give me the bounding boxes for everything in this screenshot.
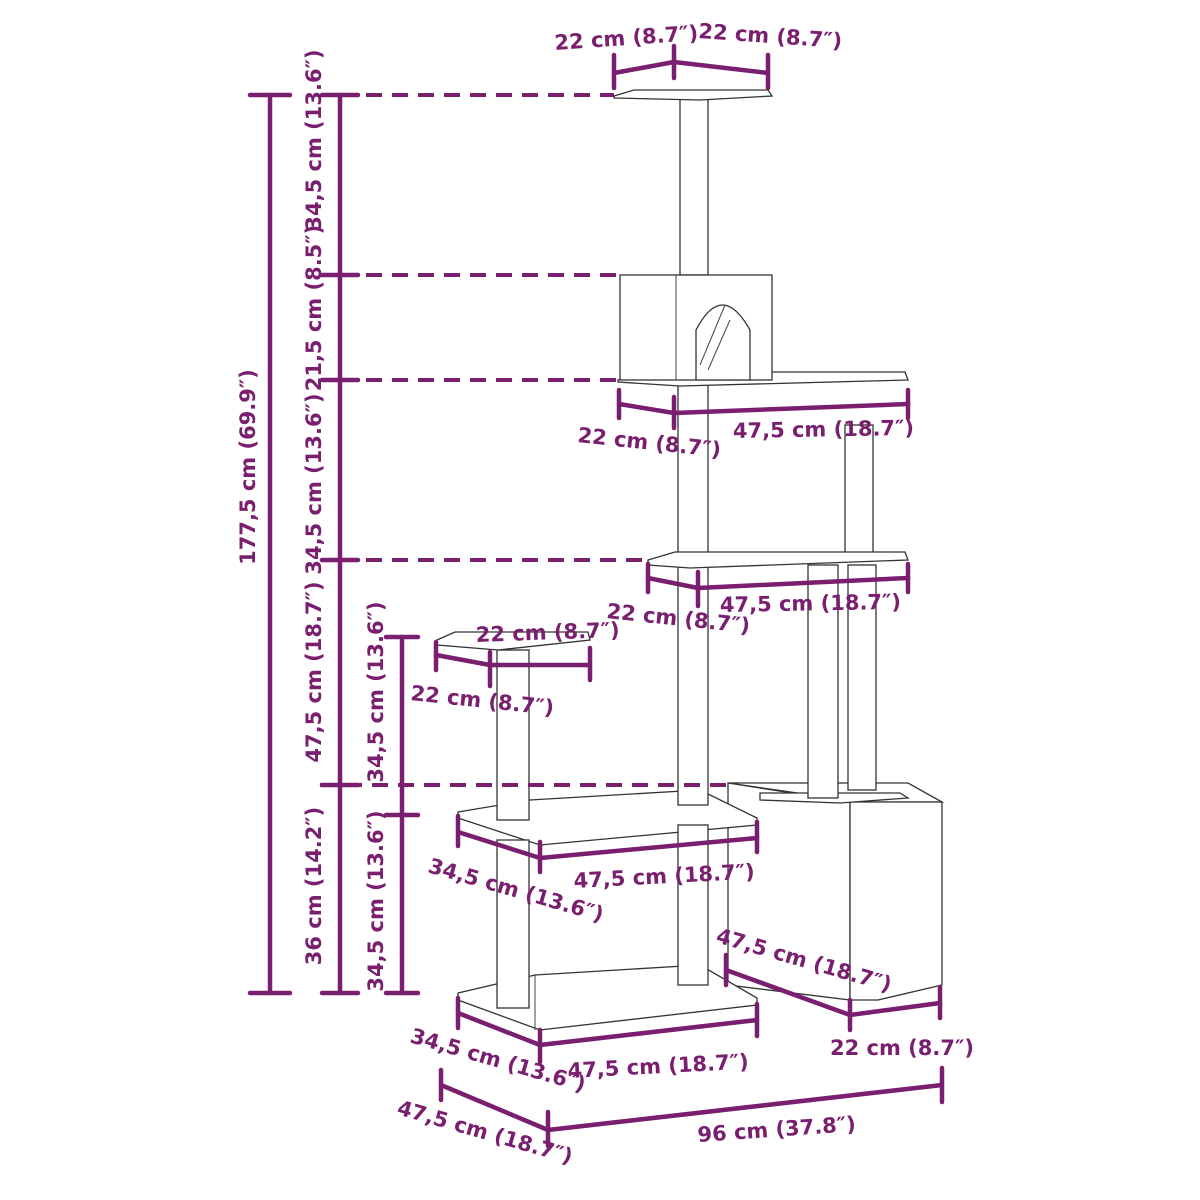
post-small-platform	[496, 649, 530, 821]
label-box-width: 22 cm (8.7″)	[830, 1036, 974, 1060]
label-lower-section-h: 34,5 cm (13.6″)	[364, 810, 388, 991]
post-main-lower	[677, 564, 709, 806]
dimension-lines	[247, 43, 945, 1149]
label-condo-shelf-w: 47,5 cm (18.7″)	[733, 416, 915, 443]
label-small-platform-d: 22 cm (8.7″)	[409, 681, 555, 720]
post-base-left	[496, 839, 530, 1009]
label-base-w: 47,5 cm (18.7″)	[567, 1050, 749, 1083]
label-condo-h: 21,5 cm (8.5″)	[302, 225, 326, 392]
base-box-face	[849, 801, 943, 1001]
height-reference-lines	[320, 93, 728, 787]
top-platform	[613, 89, 774, 101]
label-fourth-section-h: 47,5 cm (18.7″)	[302, 581, 326, 762]
label-total-height: 177,5 cm (69.9″)	[236, 369, 260, 565]
label-top-section-h: 34,5 cm (13.6″)	[302, 49, 326, 230]
label-mid-shelf-w: 47,5 cm (18.7″)	[720, 590, 902, 617]
label-top-platform-w: 22 cm (8.7″)	[698, 19, 843, 53]
label-small-platform-w: 22 cm (8.7″)	[475, 618, 620, 647]
label-overall-w: 96 cm (37.8″)	[697, 1112, 857, 1147]
label-base-d: 34,5 cm (13.6″)	[408, 1024, 589, 1097]
post-right-back	[844, 424, 874, 556]
post-right-lower	[807, 564, 839, 799]
post-right-mid	[847, 564, 877, 791]
post-base-right	[677, 824, 709, 986]
label-base-section-h: 36 cm (14.2″)	[302, 807, 326, 966]
label-third-section-h: 34,5 cm (13.6″)	[302, 393, 326, 574]
post-top	[679, 94, 709, 276]
label-top-platform-d: 22 cm (8.7″)	[554, 21, 699, 55]
cat-tree-drawing	[436, 89, 945, 1031]
label-small-platform-h: 34,5 cm (13.6″)	[364, 601, 388, 782]
